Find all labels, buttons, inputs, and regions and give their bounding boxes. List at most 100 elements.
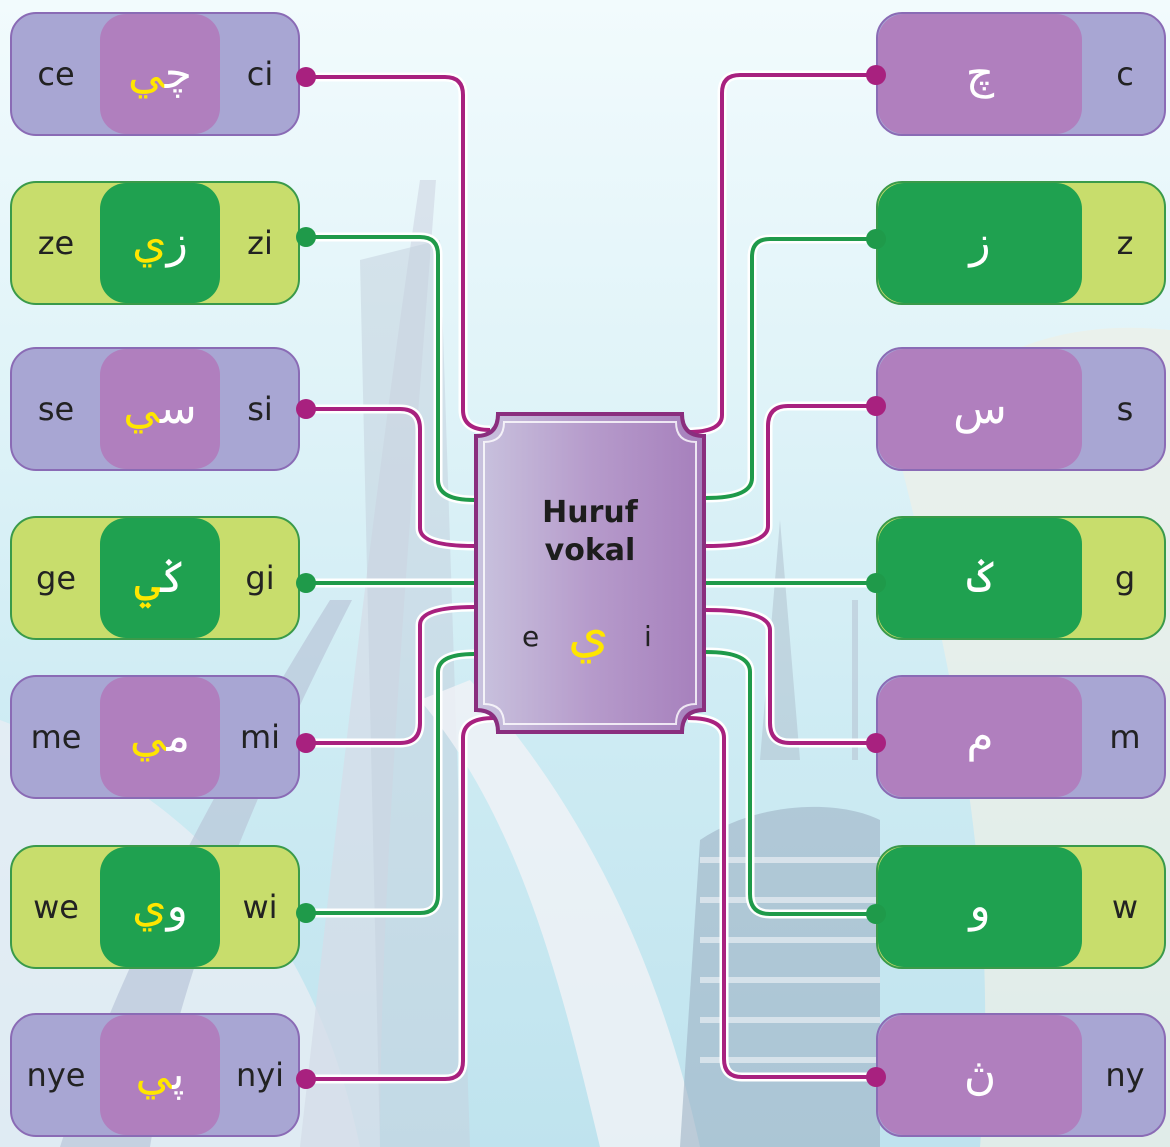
letter-latin: w	[1111, 888, 1139, 926]
letter-latin: m	[1109, 718, 1141, 756]
connector-left-si-outline	[306, 404, 475, 551]
letter-card-m[interactable]: م m	[876, 675, 1166, 799]
letter-jawi: م	[966, 711, 994, 762]
connector-left-mi-outline	[306, 602, 475, 748]
syllable-latin-before: ce	[37, 55, 75, 93]
connector-dot-left-mi	[296, 733, 316, 753]
connector-dot-right-ny	[866, 1067, 886, 1087]
connector-dot-right-c	[866, 65, 886, 85]
letter-jawi-box: و	[878, 847, 1082, 967]
letter-jawi-box: م	[878, 677, 1082, 797]
syllable-card-nyi[interactable]: nye ڽي nyi	[10, 1013, 300, 1137]
connector-right-ny-outline	[687, 713, 876, 1082]
connector-right-w	[705, 650, 876, 916]
letter-card-z[interactable]: ز z	[876, 181, 1166, 305]
syllable-card-wi[interactable]: we وي wi	[10, 845, 300, 969]
syllable-card-mi[interactable]: me مي mi	[10, 675, 300, 799]
connector-right-c	[687, 73, 876, 434]
letter-card-w[interactable]: و w	[876, 845, 1166, 969]
syllable-jawi: مي	[129, 711, 191, 762]
letter-jawi: ز	[969, 217, 991, 268]
syllable-card-si[interactable]: se سي si	[10, 347, 300, 471]
connector-left-si	[306, 407, 475, 548]
connector-dot-left-nyi	[296, 1069, 316, 1089]
syllable-jawi: زي	[132, 217, 188, 268]
letter-jawi-box: ز	[878, 183, 1082, 303]
connector-right-m	[705, 608, 876, 745]
syllable-card-gi[interactable]: ge ݢي gi	[10, 516, 300, 640]
syllable-jawi-box: چي	[100, 14, 220, 134]
syllable-jawi-box: مي	[100, 677, 220, 797]
letter-jawi: چ	[965, 48, 995, 99]
letter-jawi-box: ݢ	[878, 518, 1082, 638]
connector-dot-right-z	[866, 229, 886, 249]
letter-card-ny[interactable]: ڽ ny	[876, 1013, 1166, 1137]
connector-dot-left-si	[296, 399, 316, 419]
syllable-jawi-box: سي	[100, 349, 220, 469]
syllable-latin-after: zi	[247, 224, 273, 262]
syllable-jawi-box: ڽي	[100, 1015, 220, 1135]
syllable-latin-before: se	[37, 390, 75, 428]
syllable-card-ci[interactable]: ce چي ci	[10, 12, 300, 136]
connector-left-nyi	[306, 716, 495, 1081]
connector-right-ny	[687, 716, 876, 1079]
center-frame	[474, 412, 706, 734]
syllable-latin-before: we	[33, 888, 79, 926]
connector-dot-left-gi	[296, 573, 316, 593]
center-title-line2: vokal	[544, 533, 636, 568]
syllable-jawi: چي	[128, 48, 192, 99]
connector-left-mi	[306, 605, 475, 745]
connector-right-s-outline	[705, 401, 876, 551]
syllable-jawi: وي	[132, 881, 188, 932]
syllable-jawi: سي	[123, 383, 197, 434]
syllable-jawi-box: زي	[100, 183, 220, 303]
connector-right-z-outline	[705, 234, 876, 503]
center-vowel-e: e	[522, 620, 540, 653]
connector-left-wi	[306, 652, 475, 915]
connector-right-z	[705, 237, 876, 500]
syllable-latin-before: me	[30, 718, 82, 756]
connector-dot-left-ci	[296, 67, 316, 87]
letter-latin: g	[1114, 559, 1136, 597]
connector-left-wi-outline	[306, 649, 475, 918]
connector-right-m-outline	[705, 605, 876, 748]
connector-left-ci	[306, 75, 491, 432]
syllable-jawi: ڽي	[135, 1049, 185, 1100]
letter-latin: c	[1116, 55, 1134, 93]
syllable-jawi: ݢي	[134, 552, 186, 603]
letter-jawi-box: چ	[878, 14, 1082, 134]
connector-dot-right-w	[866, 904, 886, 924]
syllable-latin-before: ze	[37, 224, 75, 262]
syllable-jawi-box: وي	[100, 847, 220, 967]
letter-jawi-box: ڽ	[878, 1015, 1082, 1135]
connector-dot-left-wi	[296, 903, 316, 923]
syllable-latin-after: si	[247, 390, 273, 428]
syllable-jawi-box: ݢي	[100, 518, 220, 638]
syllable-latin-after: mi	[239, 718, 281, 756]
letter-jawi: س	[953, 383, 1007, 434]
center-title-line1: Huruf	[542, 495, 638, 530]
letter-latin: z	[1116, 224, 1134, 262]
connector-dot-right-g	[866, 573, 886, 593]
letter-jawi: ڽ	[963, 1049, 997, 1100]
connector-dot-left-zi	[296, 227, 316, 247]
connector-left-nyi-outline	[306, 713, 495, 1084]
letter-card-c[interactable]: چ c	[876, 12, 1166, 136]
letter-card-s[interactable]: س s	[876, 347, 1166, 471]
syllable-latin-after: nyi	[235, 1056, 285, 1094]
connector-right-c-outline	[687, 70, 876, 437]
letter-card-g[interactable]: ݢ g	[876, 516, 1166, 640]
center-vowel-ya: ي	[568, 604, 609, 664]
letter-latin: ny	[1105, 1056, 1145, 1094]
syllable-latin-before: nye	[26, 1056, 86, 1094]
letter-jawi: ݢ	[967, 552, 993, 603]
syllable-latin-after: wi	[242, 888, 278, 926]
letter-jawi-box: س	[878, 349, 1082, 469]
connector-dot-right-m	[866, 733, 886, 753]
connector-right-w-outline	[705, 647, 876, 919]
syllable-latin-after: ci	[246, 55, 274, 93]
syllable-latin-after: gi	[245, 559, 275, 597]
syllable-latin-before: ge	[36, 559, 76, 597]
syllable-card-zi[interactable]: ze زي zi	[10, 181, 300, 305]
